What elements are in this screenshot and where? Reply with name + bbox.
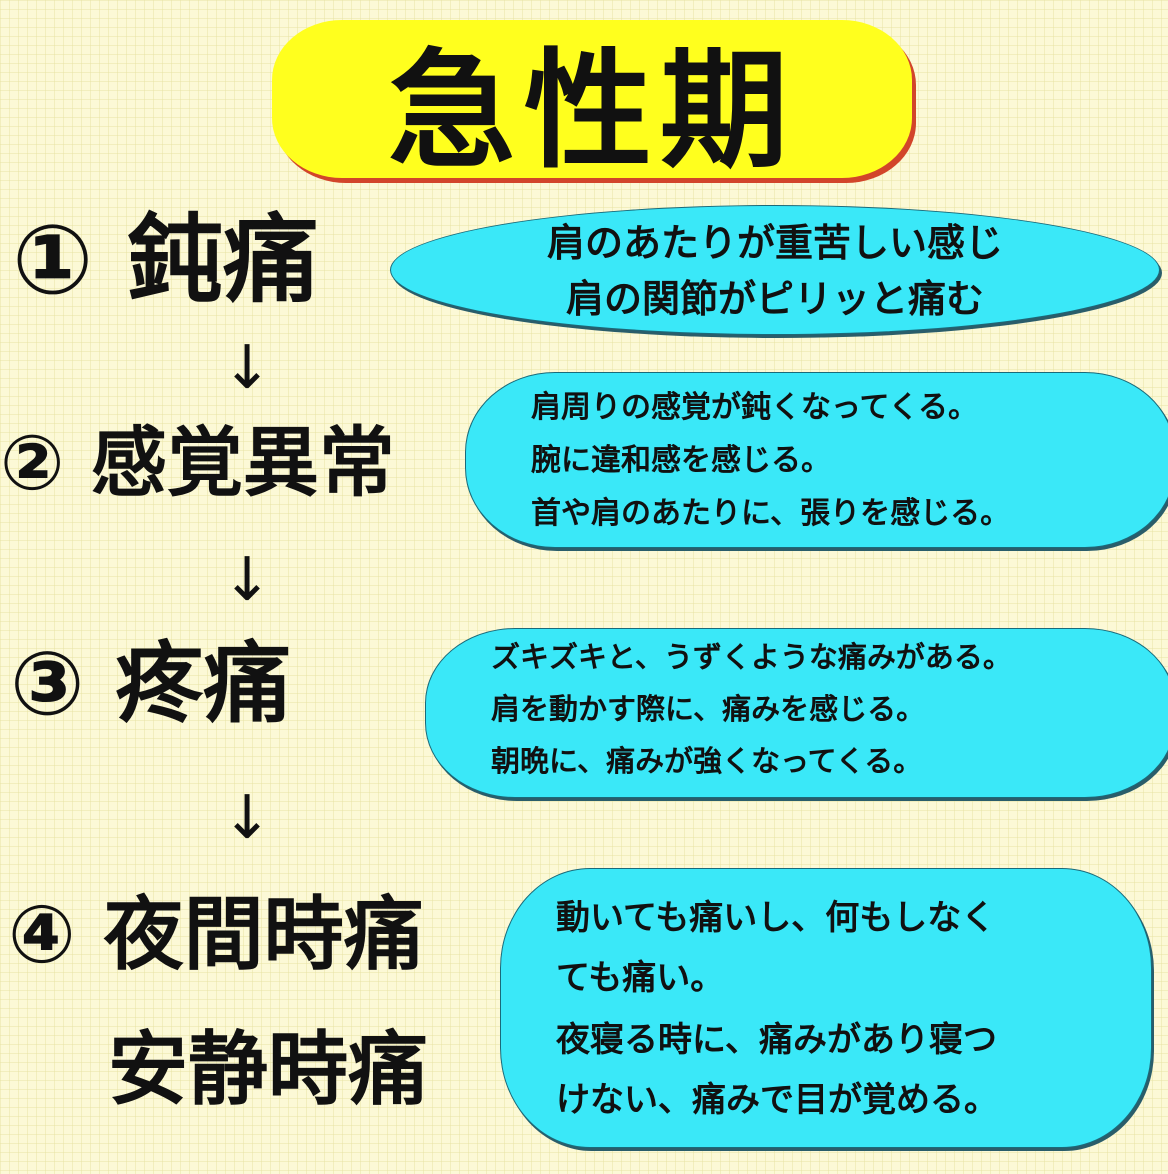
stage-4-label: ④ 夜間時痛 (8, 895, 424, 975)
stage-1-description: 肩のあたりが重苦しい感じ 肩の関節がピリッと痛む (390, 205, 1160, 335)
description-line: 肩を動かす際に、痛みを感じる。 (491, 692, 926, 726)
description-line: けない、痛みで目が覚める。 (556, 1080, 998, 1120)
description-line: 肩の関節がピリッと痛む (565, 277, 984, 321)
stage-3-number: ③ (10, 632, 85, 735)
description-line: 動いても痛いし、何もしなく (556, 898, 996, 938)
description-line: 朝晩に、痛みが強くなってくる。 (491, 744, 923, 778)
description-line: 肩のあたりが重苦しい感じ (546, 221, 1003, 265)
arrow-down-icon: ↓ (222, 333, 273, 403)
description-line: ズキズキと、うずくような痛みがある。 (491, 640, 1012, 674)
description-line: 夜寝る時に、痛みがあり寝つ (556, 1020, 997, 1060)
description-line: 腕に違和感を感じる。 (531, 443, 831, 478)
stage-2-label: ② 感覚異常 (0, 425, 395, 501)
stage-1-label: ① 鈍痛 (12, 212, 319, 308)
description-line: ても痛い。 (556, 958, 725, 998)
description-line: 肩周りの感覚が鈍くなってくる。 (531, 390, 978, 425)
stage-4-description: 動いても痛いし、何もしなく ても痛い。 夜寝る時に、痛みがあり寝つ けない、痛み… (500, 868, 1152, 1148)
stage-3-description: ズキズキと、うずくような痛みがある。 肩を動かす際に、痛みを感じる。 朝晩に、痛… (425, 628, 1168, 798)
arrow-down-icon: ↓ (222, 545, 273, 615)
stage-2-number: ② (0, 418, 65, 507)
stage-2-description: 肩周りの感覚が鈍くなってくる。 腕に違和感を感じる。 首や肩のあたりに、張りを感… (465, 372, 1168, 548)
stage-3-label: ③ 疼痛 (10, 640, 291, 728)
page-title: 急性期 (272, 20, 912, 186)
stage-4-name: 夜間時痛 (103, 888, 424, 981)
arrow-down-icon: ↓ (222, 783, 273, 853)
stage-4-number: ④ (8, 888, 76, 981)
stage-2-name: 感覚異常 (90, 418, 395, 507)
stage-1-name: 鈍痛 (126, 204, 319, 316)
stage-1-number: ① (12, 204, 94, 316)
stage-4-name-alt: 安静時痛 (108, 1023, 428, 1116)
description-line: 首や肩のあたりに、張りを感じる。 (531, 496, 1011, 531)
stage-3-name: 疼痛 (115, 632, 292, 735)
